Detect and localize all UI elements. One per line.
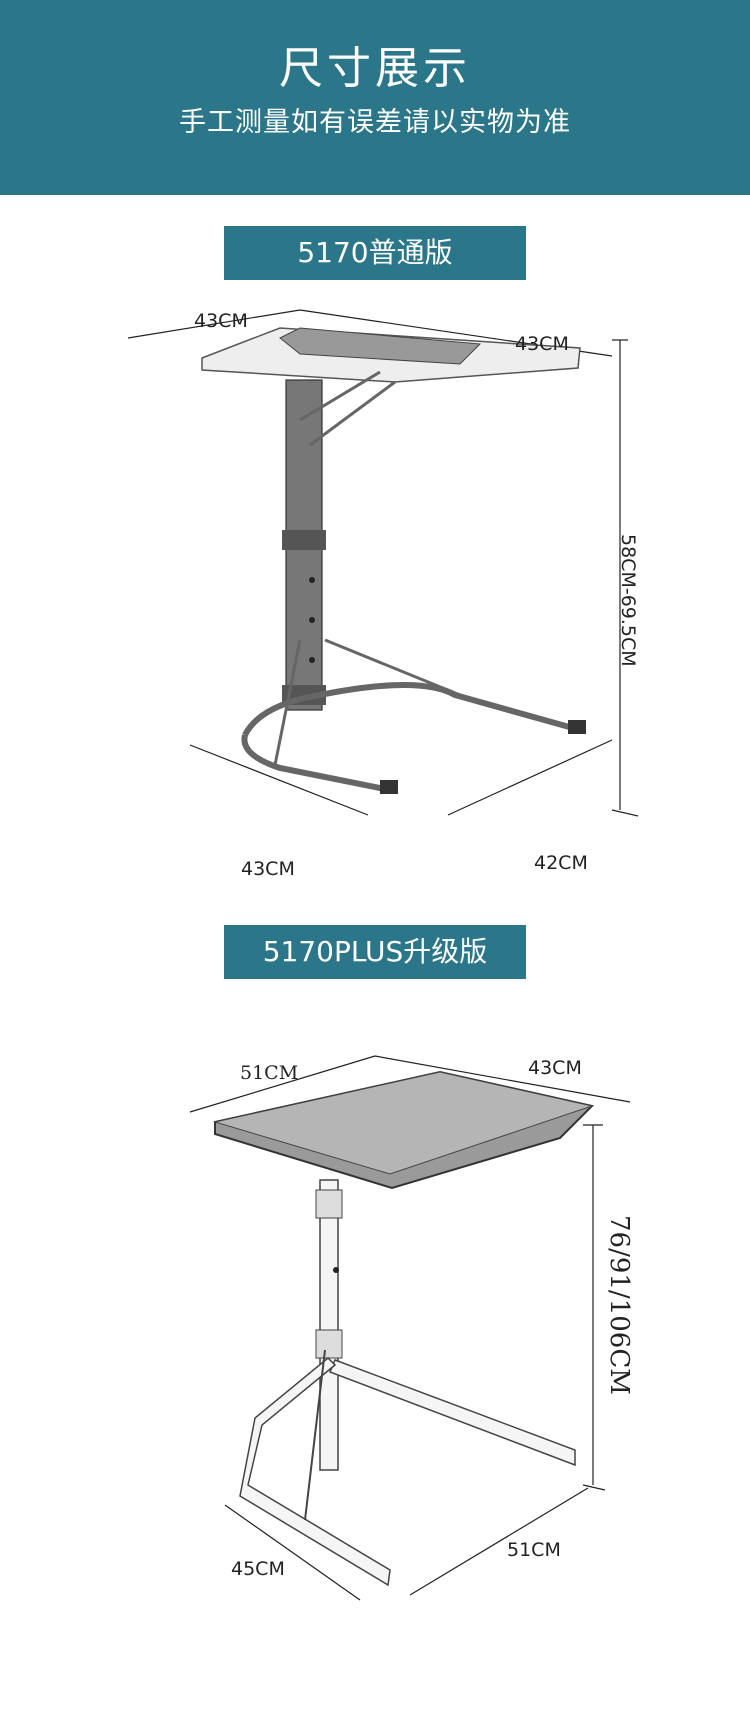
dim-base-left: 43CM [241, 858, 295, 880]
dim-top-right: 43CM [515, 333, 569, 355]
dim-base-right: 42CM [534, 852, 588, 874]
dim-height-plus: 76/91/106CM [604, 1215, 634, 1395]
header-banner: 尺寸展示 手工测量如有误差请以实物为准 [0, 0, 750, 195]
dim-top-right-plus: 43CM [528, 1057, 582, 1079]
dim-base-left-plus: 45CM [231, 1558, 285, 1580]
product-drawing-plus [189, 1055, 631, 1601]
page-subtitle: 手工测量如有误差请以实物为准 [179, 107, 571, 138]
product-drawing-standard [127, 309, 639, 817]
page-title: 尺寸展示 [279, 43, 471, 94]
dim-base-right-plus: 51CM [507, 1539, 561, 1561]
product-badge-plus: 5170PLUS升级版 [224, 925, 526, 979]
product-badge-standard: 5170普通版 [224, 226, 526, 280]
dim-top-left-plus: 51CM [240, 1062, 299, 1084]
dim-top-left: 43CM [194, 310, 248, 332]
dim-height: 58CM-69.5CM [617, 534, 639, 667]
